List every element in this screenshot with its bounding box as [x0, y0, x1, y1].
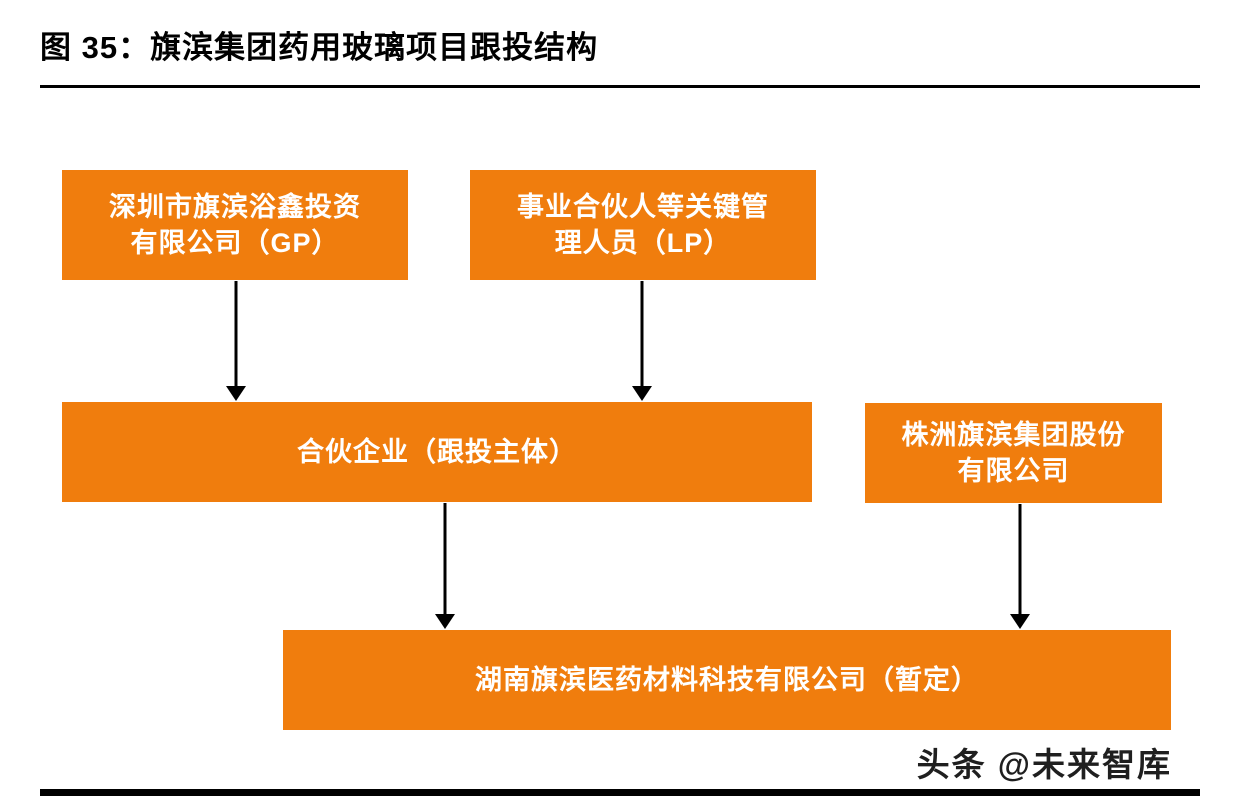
node-parent-company-label: 株洲旗滨集团股份 有限公司 — [901, 419, 1126, 486]
arrow-head-icon — [1010, 614, 1030, 629]
node-target-company-label: 湖南旗滨医药材料科技有限公司（暂定） — [475, 664, 979, 695]
watermark-text: 头条 @未来智库 — [916, 746, 1172, 783]
arrow-shaft — [234, 281, 238, 388]
node-lp-partners-label: 事业合伙人等关键管 理人员（LP） — [517, 191, 769, 258]
node-parent-company: 株洲旗滨集团股份 有限公司 — [865, 403, 1162, 503]
arrow-gp-to-partnership-icon — [225, 281, 247, 401]
arrow-shaft — [640, 281, 644, 388]
title-divider — [40, 85, 1200, 88]
arrow-shaft — [443, 503, 447, 616]
node-partnership-entity-label: 合伙企业（跟投主体） — [297, 436, 577, 467]
node-gp-company: 深圳市旗滨浴鑫投资 有限公司（GP） — [62, 170, 408, 280]
node-target-company: 湖南旗滨医药材料科技有限公司（暂定） — [283, 630, 1171, 730]
bottom-divider — [40, 789, 1200, 796]
arrow-lp-to-partnership-icon — [631, 281, 653, 401]
arrow-parent-to-target-icon — [1009, 504, 1031, 629]
arrow-shaft — [1018, 504, 1022, 616]
arrow-head-icon — [632, 386, 652, 401]
figure-title: 图 35：旗滨集团药用玻璃项目跟投结构 — [40, 30, 599, 65]
arrow-head-icon — [226, 386, 246, 401]
arrow-head-icon — [435, 614, 455, 629]
node-gp-company-label: 深圳市旗滨浴鑫投资 有限公司（GP） — [109, 191, 361, 258]
node-partnership-entity: 合伙企业（跟投主体） — [62, 402, 812, 502]
arrow-partnership-to-target-icon — [434, 503, 456, 629]
node-lp-partners: 事业合伙人等关键管 理人员（LP） — [470, 170, 816, 280]
